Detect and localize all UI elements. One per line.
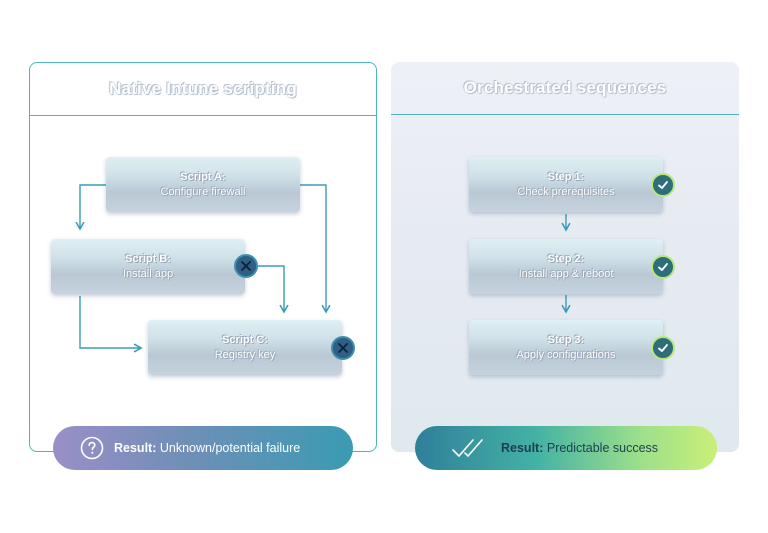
arrow-a-to-b [75,184,106,231]
step-3-box: Step 3: Apply configurations [469,320,663,375]
script-c-subtitle: Registry key [214,348,276,361]
success-result-label: Result: [501,441,544,455]
arrow-b-to-c-top [258,265,289,314]
script-a-subtitle: Configure firewall [160,185,246,198]
check-circle-icon [651,173,675,197]
x-circle-icon [331,336,355,360]
success-result-text: Result: Predictable success [501,441,658,455]
script-b-box: Script B: Install app [51,239,245,294]
step-1-subtitle: Check prerequisites [517,185,615,198]
double-check-icon [451,436,491,460]
script-c-title: Script C: [222,333,268,346]
step-3-title: Step 3: [547,333,585,346]
arrow-a-to-c [300,184,331,314]
step-2-subtitle: Install app & reboot [518,267,614,280]
right-panel-title: Orchestrated sequences [463,78,667,97]
question-circle-icon [80,436,104,460]
arrow-b-to-c-left [79,296,143,353]
step-3-subtitle: Apply configurations [516,348,616,361]
success-result-value: Predictable success [546,441,659,455]
step-1-box: Step 1: Check prerequisites [469,157,663,212]
failure-result-label: Result: [114,441,157,455]
check-circle-icon [651,336,675,360]
failure-result-value: Unknown/potential failure [159,441,301,455]
step-1-title: Step 1: [547,170,585,183]
script-a-title: Script A: [180,170,226,183]
step-2-title: Step 2: [547,252,585,265]
check-circle-icon [651,255,675,279]
failure-result-pill: Result: Unknown/potential failure [53,426,353,470]
step-2-box: Step 2: Install app & reboot [469,239,663,294]
right-panel-header: Orchestrated sequences [391,62,739,115]
left-panel-header: Native Intune scripting [30,63,376,116]
script-b-subtitle: Install app [122,267,174,280]
script-b-title: Script B: [125,252,171,265]
left-panel-title: Native Intune scripting [109,79,297,98]
success-result-pill: Result: Predictable success [415,426,717,470]
script-c-box: Script C: Registry key [148,320,342,375]
script-a-box: Script A: Configure firewall [106,157,300,212]
failure-result-text: Result: Unknown/potential failure [114,441,300,455]
x-circle-icon [234,254,258,278]
